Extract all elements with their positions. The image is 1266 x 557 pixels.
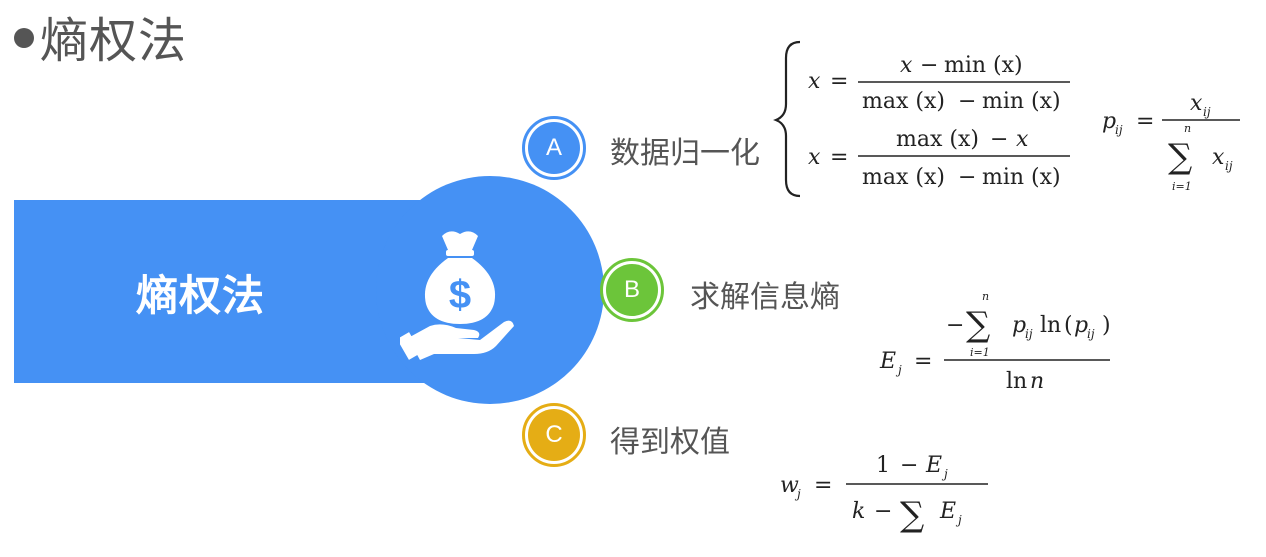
svg-text:=: =	[830, 69, 848, 94]
svg-text:E: E	[939, 499, 956, 524]
svg-text:1: 1	[876, 453, 890, 478]
svg-text:x: x	[808, 69, 821, 94]
svg-text:−: −	[958, 89, 976, 114]
svg-text:x: x	[1016, 127, 1029, 152]
proportion-formula: p ij = x ij n ∑ i=1 x ij	[1102, 91, 1240, 193]
svg-text:min (x): min (x)	[982, 165, 1061, 190]
svg-text:n: n	[982, 290, 989, 303]
step-a-label: 数据归一化	[610, 136, 760, 171]
svg-text:ln: ln	[1040, 313, 1061, 338]
entropy-formula: E j = − n ∑ i=1 p ij ln ( p ij ) ln n	[879, 290, 1111, 394]
svg-text:=: =	[1136, 109, 1154, 134]
svg-text:x: x	[808, 145, 821, 170]
svg-text:ij: ij	[1087, 327, 1095, 341]
svg-text:−: −	[920, 53, 938, 78]
svg-text:j: j	[794, 487, 801, 501]
svg-text:−: −	[874, 499, 892, 524]
svg-text:x: x	[1212, 145, 1225, 170]
svg-text:max (x): max (x)	[862, 89, 945, 114]
svg-text:min (x): min (x)	[944, 53, 1023, 78]
svg-text:x: x	[900, 53, 913, 78]
svg-text:n: n	[1184, 122, 1191, 135]
svg-text:min (x): min (x)	[982, 89, 1061, 114]
step-b-label: 求解信息熵	[690, 280, 840, 315]
step-c-badge: C	[522, 403, 586, 467]
svg-text:p: p	[1012, 313, 1026, 338]
svg-text:ln: ln	[1006, 369, 1027, 394]
svg-text:$: $	[449, 273, 471, 317]
svg-text:∑: ∑	[900, 495, 924, 535]
svg-text:): )	[1102, 313, 1111, 338]
svg-text:max (x): max (x)	[862, 165, 945, 190]
svg-text:=: =	[830, 145, 848, 170]
title-bullet	[14, 28, 34, 48]
step-a-letter: A	[528, 122, 580, 174]
svg-text:max (x): max (x)	[896, 127, 979, 152]
step-b-badge: B	[600, 258, 664, 322]
svg-text:E: E	[879, 349, 896, 374]
svg-text:(: (	[1064, 313, 1073, 338]
svg-text:−: −	[946, 313, 964, 338]
slide-title: 熵权法	[14, 6, 187, 69]
svg-text:=: =	[814, 473, 832, 498]
svg-text:j: j	[941, 467, 948, 481]
svg-text:−: −	[990, 127, 1008, 152]
svg-text:ij: ij	[1115, 123, 1123, 137]
svg-text:n: n	[1030, 369, 1044, 394]
weight-formula: w j = 1 − E j k − ∑ E j	[780, 453, 988, 535]
svg-text:i=1: i=1	[970, 346, 990, 359]
svg-text:E: E	[925, 453, 942, 478]
step-c-label: 得到权值	[610, 425, 730, 460]
svg-text:p: p	[1102, 109, 1116, 134]
svg-text:ij: ij	[1203, 105, 1211, 119]
step-b-letter: B	[606, 264, 658, 316]
step-a-badge: A	[522, 116, 586, 180]
svg-text:p: p	[1074, 313, 1088, 338]
svg-text:−: −	[958, 165, 976, 190]
svg-text:j: j	[955, 513, 962, 527]
svg-text:k: k	[852, 499, 865, 524]
title-text: 熵权法	[40, 13, 188, 69]
normalization-formula: x = x − min (x) max (x) − min (x) x = ma…	[773, 40, 1070, 198]
svg-text:i=1: i=1	[1172, 180, 1192, 193]
step-c-letter: C	[528, 409, 580, 461]
svg-text:w: w	[780, 473, 799, 498]
svg-text:∑: ∑	[1168, 137, 1192, 177]
money-bag-hand-icon: $	[400, 231, 514, 360]
banner-text: 熵权法	[136, 271, 266, 320]
svg-text:j: j	[895, 363, 902, 377]
svg-text:=: =	[914, 349, 932, 374]
svg-text:∑: ∑	[966, 305, 990, 345]
svg-text:−: −	[900, 453, 918, 478]
svg-text:x: x	[1190, 91, 1203, 116]
svg-text:ij: ij	[1225, 159, 1233, 173]
svg-text:ij: ij	[1025, 327, 1033, 341]
